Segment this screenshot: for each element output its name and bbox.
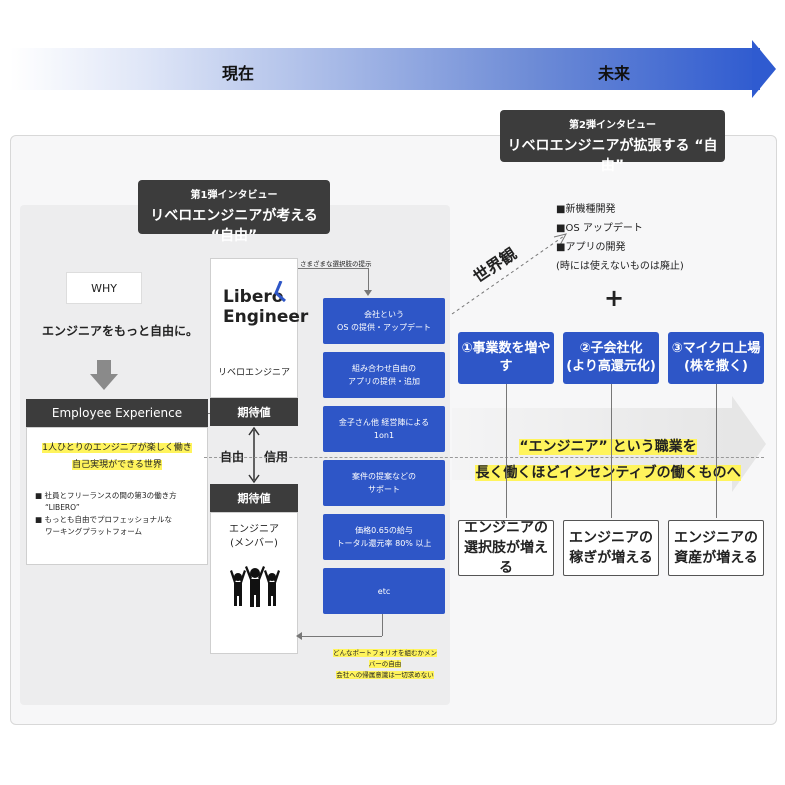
timeline-future-label: 未来	[598, 64, 631, 83]
ee-bullet-2: ■ もっとも自由でプロフェッショナルな	[35, 515, 172, 524]
interview1-subtitle: 第1弾インタビュー	[190, 190, 278, 201]
option-box: 組み合わせ自由のアプリの提供・追加	[323, 352, 445, 398]
libero-name: リベロエンジニア	[217, 368, 290, 378]
result-box: エンジニアの資産が増える	[668, 520, 764, 576]
option-box: etc	[323, 568, 445, 614]
ee-highlight-2: 自己実現ができる世界	[72, 460, 162, 470]
tagline: エンジニアをもっと自由に。	[42, 324, 199, 338]
employee-experience-title: Employee Experience	[26, 399, 208, 427]
member-expectation-label: 期待値	[210, 484, 298, 512]
bottom-note: どんなポートフォリオを組むかメンバーの自由 会社への帰属意識は一切求めない	[333, 649, 437, 679]
plus-icon: +	[604, 284, 625, 312]
why-label: WHY	[66, 272, 142, 304]
down-arrow-icon	[90, 374, 118, 390]
interview2-subtitle: 第2弾インタビュー	[569, 120, 656, 131]
action-box: ①事業数を増やす	[458, 332, 554, 384]
plan-item: ■OS アップデート	[556, 223, 643, 234]
option-box: 案件の提案などのサポート	[323, 460, 445, 506]
action-box: ②子会社化(より高還元化)	[563, 332, 659, 384]
worldview-arrow-icon	[451, 233, 567, 315]
timeline-arrow-head	[752, 40, 776, 98]
member-card: エンジニア (メンバー)	[210, 512, 298, 654]
bidirectional-arrow-icon	[248, 426, 260, 484]
options-bottom-connector-v	[382, 614, 383, 636]
options-top-connector	[298, 268, 368, 269]
result-box: エンジニアの稼ぎが増える	[563, 520, 659, 576]
libero-logo-mark-icon	[274, 281, 286, 303]
action-connector	[611, 384, 612, 518]
options-bottom-connector	[300, 636, 382, 637]
options-down-arrowhead-icon	[364, 290, 372, 296]
down-arrow-shaft	[97, 360, 111, 374]
libero-logo-line2: Engineer	[223, 307, 309, 327]
libero-expectation-label: 期待値	[210, 398, 298, 426]
options-caption: さまざまな選択肢の提示	[300, 260, 372, 268]
ee-highlight-1: 1人ひとりのエンジニアが楽しく働き	[42, 443, 192, 453]
ee-bullet-1-sub: “LIBERO”	[45, 503, 80, 512]
timeline-arrow-bar	[10, 48, 760, 90]
action-box: ③マイクロ上場(株を撒く)	[668, 332, 764, 384]
options-top-connector-v	[368, 268, 369, 292]
action-connector	[716, 384, 717, 518]
plan-list: ■新機種開発 ■OS アップデート ■アプリの開発 (時には使えないものは廃止)	[556, 200, 684, 276]
plan-item: (時には使えないものは廃止)	[556, 261, 684, 272]
interview1-title: リベロエンジニアが考える “自由”	[150, 208, 318, 244]
ee-bullet-1: ■ 社員とフリーランスの間の第3の働き方	[35, 491, 177, 500]
dashed-divider	[204, 457, 764, 458]
member-subtitle: (メンバー)	[230, 538, 278, 549]
libero-card: Libero Engineer リベロエンジニア	[210, 258, 308, 398]
libero-logo-line1: Libero	[223, 287, 284, 307]
timeline-present-label: 現在	[222, 64, 255, 83]
interview1-header: 第1弾インタビュー リベロエンジニアが考える “自由”	[138, 180, 330, 244]
options-left-arrowhead-icon	[296, 632, 302, 640]
interview2-title: リベロエンジニアが拡張する “自由”	[507, 138, 718, 174]
plan-item: ■新機種開発	[556, 204, 616, 215]
people-group-icon	[230, 566, 280, 607]
member-title: エンジニア	[229, 524, 279, 535]
ee-bullet-2-sub: ワーキングプラットフォーム	[45, 527, 143, 536]
action-connector	[506, 384, 507, 518]
result-box: エンジニアの選択肢が増える	[458, 520, 554, 576]
employee-experience-card: 1人ひとりのエンジニアが楽しく働き 自己実現ができる世界 ■ 社員とフリーランス…	[26, 427, 208, 565]
arrow-message: “エンジニア” という職業を 長く働くほどインセンティブの働くものへ	[475, 439, 741, 481]
interview2-header: 第2弾インタビュー リベロエンジニアが拡張する “自由”	[500, 110, 725, 174]
plan-item: ■アプリの開発	[556, 242, 626, 253]
option-box: 価格0.65の給与トータル還元率 80% 以上	[323, 514, 445, 560]
